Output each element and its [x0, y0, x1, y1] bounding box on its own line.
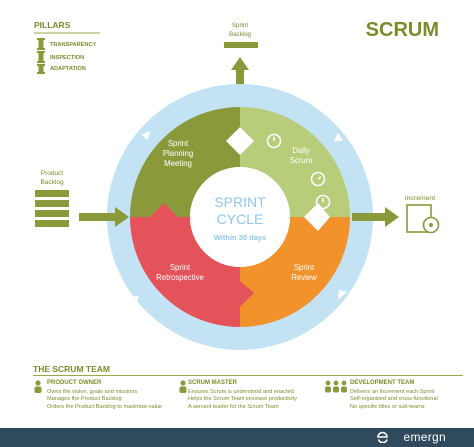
- pillar-inspection: INSPECTION: [50, 55, 84, 61]
- scrum-team-section: THE SCRUM TEAM PRODUCT OWNER Owns the vi…: [0, 364, 474, 424]
- segment-label-daily-1: Daily: [292, 146, 309, 155]
- product-owner-line-2: Manages the Product Backlog: [47, 396, 122, 403]
- page-title: SCRUM: [366, 19, 439, 41]
- pillar-columns-icon: [37, 38, 45, 74]
- cycle-center: [190, 167, 290, 267]
- product-backlog-stack-icon: [35, 190, 69, 227]
- sprint-cycle-diagram: SCRUM PILLARS TRANSPARENCY INSPECTION AD…: [34, 19, 440, 350]
- scrum-master-line-2: Helps the Scrum Team increase productivi…: [188, 396, 298, 403]
- group-icon: [325, 380, 347, 393]
- brand-name: emergn: [403, 430, 446, 444]
- development-team-column: DEVELOPMENT TEAM Delivers an Increment e…: [324, 380, 469, 411]
- product-owner-title: PRODUCT OWNER: [47, 380, 102, 386]
- development-team-line-3: No specific titles or sub-teams: [350, 403, 425, 410]
- person-icon: [179, 380, 187, 393]
- development-team-line-1: Delivers an Increment each Sprint: [350, 388, 435, 395]
- segment-sprint-planning: [130, 107, 240, 217]
- segment-label-review-2: Review: [291, 273, 317, 282]
- segment-daily-scrum: [240, 107, 350, 217]
- footer-bar: emergn: [0, 428, 474, 447]
- pillar-adaptation: ADAPTATION: [50, 66, 86, 72]
- scrum-master-line-3: A servant leader for the Scrum Team: [188, 403, 279, 410]
- segment-sprint-retrospective: [130, 203, 254, 327]
- scrum-master-line-1: Ensures Scrum is understood and enacted: [188, 388, 294, 395]
- scrum-master-column: SCRUM MASTER Ensures Scrum is understood…: [178, 380, 323, 411]
- segment-sprint-review: [226, 217, 350, 327]
- segment-label-daily-2: Scrum: [290, 156, 313, 165]
- scrum-team-rule: [33, 375, 463, 376]
- segment-label-retro-2: Retrospective: [156, 273, 204, 282]
- pillars-heading: PILLARS: [34, 20, 71, 30]
- segment-label-planning-2: Planning: [163, 149, 193, 158]
- segment-label-planning-1: Sprint: [168, 139, 189, 148]
- center-title-2: CYCLE: [217, 211, 264, 227]
- segment-label-review-1: Sprint: [294, 263, 315, 272]
- segment-label-planning-3: Meeting: [164, 159, 192, 168]
- sprint-backlog-label-1: Sprint: [232, 22, 248, 29]
- development-team-title: DEVELOPMENT TEAM: [350, 380, 415, 386]
- product-backlog-label-2: Backlog: [40, 179, 64, 186]
- increment-arrow: [352, 207, 399, 227]
- pillar-transparency: TRANSPARENCY: [50, 42, 96, 48]
- sprint-backlog-stack-icon: [224, 42, 258, 48]
- sprint-backlog-label-2: Backlog: [229, 31, 252, 38]
- product-backlog-label-1: Product: [41, 170, 64, 177]
- development-team-line-2: Self-organised and cross-functional: [350, 396, 438, 403]
- center-title-1: SPRINT: [214, 194, 266, 210]
- segment-label-retro-1: Sprint: [170, 263, 191, 272]
- product-backlog-arrow: [79, 207, 129, 227]
- scrum-team-heading: THE SCRUM TEAM: [33, 364, 110, 374]
- product-owner-column: PRODUCT OWNER Owns the vision, goals and…: [33, 380, 178, 411]
- scrum-master-title: SCRUM MASTER: [188, 380, 237, 386]
- center-subtitle: Within 30 days: [214, 233, 266, 242]
- product-owner-line-1: Owns the vision, goals and missions: [47, 388, 138, 395]
- person-icon: [34, 380, 42, 393]
- clock-icons: [266, 133, 331, 210]
- increment-label: Increment: [405, 195, 435, 202]
- emergn-logo-icon: [377, 431, 388, 443]
- product-owner-line-3: Orders the Product Backlog to maximise v…: [47, 403, 163, 410]
- increment-disc-icon: [406, 204, 440, 234]
- ring-direction-arrows: [130, 131, 347, 305]
